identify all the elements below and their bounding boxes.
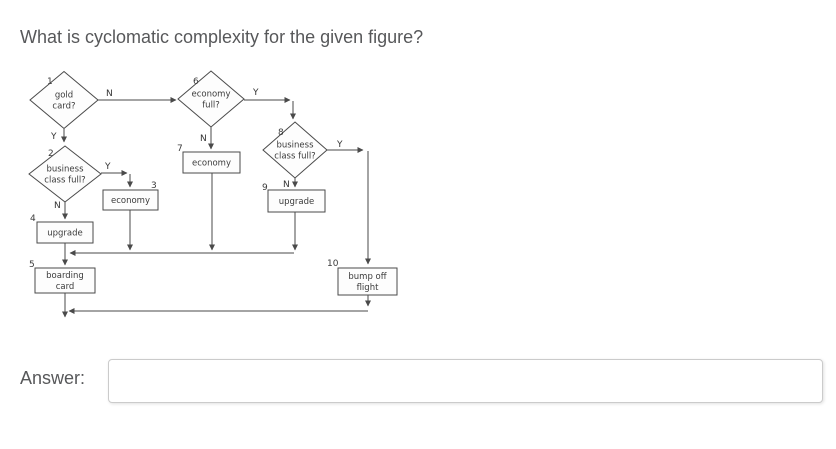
edge-2-to-4-no: N: [54, 201, 68, 220]
edge-6-to-8-yes-h: Y: [244, 88, 291, 103]
node-number-2: 2: [48, 149, 54, 159]
node-number-7: 7: [177, 144, 183, 154]
edge-2-to-3-yes-h: Y: [101, 162, 128, 176]
svg-text:economy: economy: [191, 90, 230, 100]
edge-2-to-4-no-label: N: [54, 201, 61, 211]
edge-1-to-6-no: N: [98, 89, 177, 103]
edge-1-to-6-no-label: N: [106, 89, 113, 99]
svg-text:upgrade: upgrade: [47, 229, 83, 239]
svg-text:economy: economy: [111, 196, 150, 206]
svg-text:business: business: [276, 141, 314, 151]
node-number-9: 9: [262, 183, 268, 193]
svg-text:card?: card?: [52, 102, 75, 112]
svg-text:class full?: class full?: [274, 152, 315, 162]
svg-text:bump off: bump off: [348, 272, 387, 282]
page-title: What is cyclomatic complexity for the gi…: [20, 27, 424, 47]
edge-8-to-9-no: N: [283, 178, 298, 190]
svg-text:boarding: boarding: [46, 271, 84, 281]
node-number-8: 8: [278, 128, 284, 138]
node-number-10: 10: [327, 259, 339, 269]
edge-6-to-7-no-label: N: [200, 134, 207, 144]
edge-6-to-7-no: N: [200, 127, 214, 150]
edge-6-to-8-yes-h-label: Y: [252, 88, 259, 98]
edge-8-to-9-no-label: N: [283, 180, 290, 190]
node-9-upgrade: upgrade 9: [262, 183, 326, 213]
svg-text:business: business: [46, 165, 84, 175]
edge-1-to-2-yes: Y: [50, 129, 67, 143]
svg-text:flight: flight: [357, 283, 379, 293]
svg-text:class full?: class full?: [44, 176, 85, 186]
answer-input[interactable]: [108, 359, 823, 403]
edge-1-to-2-yes-label: Y: [50, 132, 57, 142]
answer-label: Answer:: [20, 368, 86, 388]
svg-text:gold: gold: [55, 91, 73, 101]
node-4-upgrade: upgrade 4: [30, 214, 94, 244]
node-7-economy: economy 7: [177, 144, 241, 174]
node-number-5: 5: [29, 260, 35, 270]
svg-text:full?: full?: [202, 101, 220, 111]
node-number-4: 4: [30, 214, 36, 224]
node-number-6: 6: [193, 77, 199, 87]
edge-8-to-10-yes-h: Y: [327, 140, 364, 153]
node-number-1: 1: [47, 77, 53, 87]
edge-2-to-3-yes-h-label: Y: [104, 162, 111, 172]
edge-8-to-10-yes-h-label: Y: [336, 140, 343, 150]
node-number-3: 3: [151, 181, 157, 191]
svg-text:economy: economy: [192, 159, 231, 169]
svg-text:upgrade: upgrade: [279, 197, 315, 207]
svg-text:card: card: [56, 282, 75, 292]
